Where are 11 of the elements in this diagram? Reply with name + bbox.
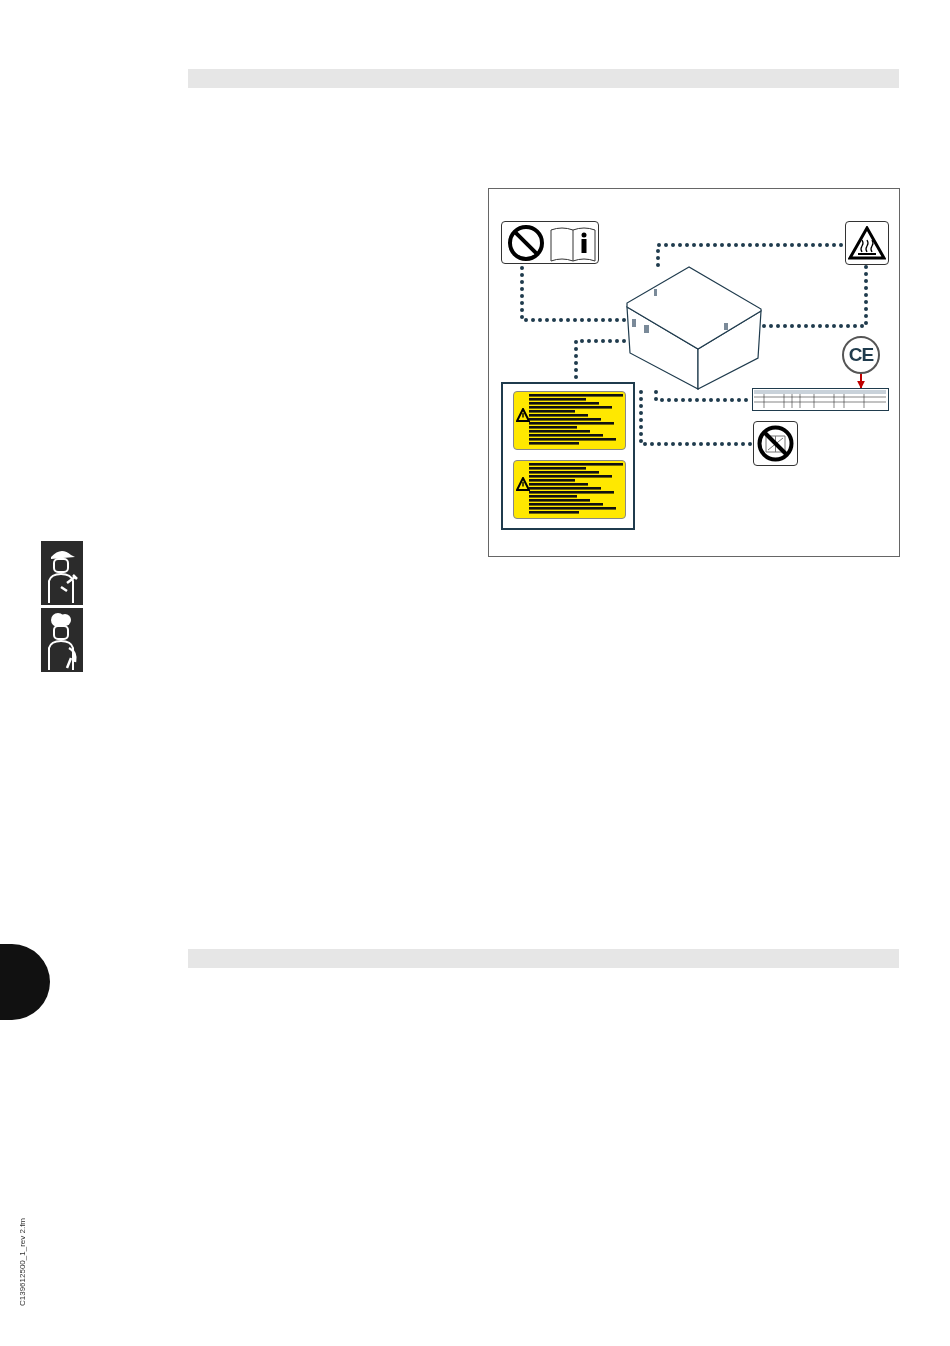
warning-label	[513, 391, 626, 450]
file-name-note: C139612500_1_rev 2.fm	[17, 1217, 27, 1307]
leader-line	[639, 390, 755, 446]
ce-mark-text: CE	[848, 344, 874, 366]
appliance-drawing	[624, 265, 764, 392]
arrow	[857, 373, 865, 389]
label-panel	[501, 382, 635, 530]
conformity-mark	[842, 336, 880, 374]
safety-sign	[501, 221, 599, 264]
warning-label	[513, 460, 626, 519]
leader-line	[762, 263, 868, 328]
